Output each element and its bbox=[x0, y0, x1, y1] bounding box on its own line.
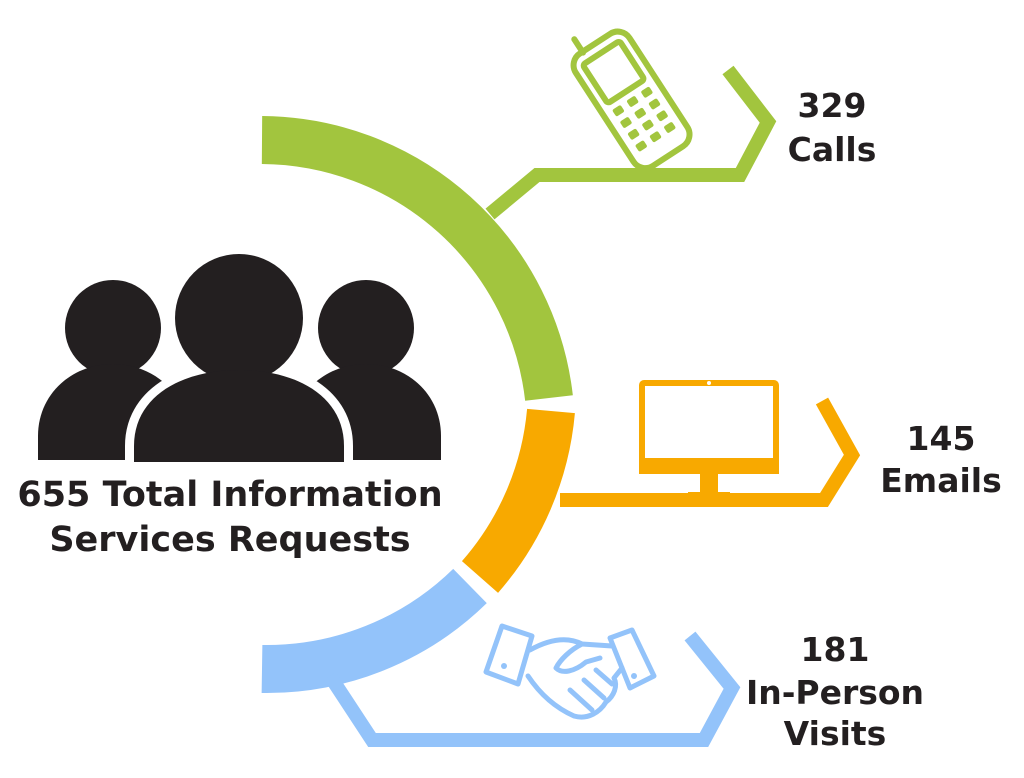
calls-value: 329 bbox=[798, 86, 867, 125]
computer-monitor-icon bbox=[639, 380, 779, 500]
total-line-1: 655 Total Information bbox=[17, 475, 442, 515]
visits-label-line-1: In-Person bbox=[746, 673, 924, 712]
visits-label-line-2: Visits bbox=[784, 714, 887, 753]
ring-segment-emails bbox=[461, 408, 575, 593]
connector-visits bbox=[324, 631, 741, 747]
mobile-phone-icon bbox=[570, 28, 693, 172]
calls-label: Calls bbox=[788, 130, 877, 169]
ring-segment-calls bbox=[261, 116, 573, 401]
handshake-icon bbox=[483, 623, 657, 720]
people-group-icon bbox=[38, 249, 441, 467]
request-ring bbox=[261, 116, 575, 694]
ring-segment-visits bbox=[261, 568, 487, 694]
total-line-2: Services Requests bbox=[49, 520, 410, 560]
emails-value: 145 bbox=[907, 419, 976, 458]
emails-label: Emails bbox=[880, 461, 1001, 500]
visits-value: 181 bbox=[801, 630, 870, 669]
connector-calls bbox=[485, 65, 777, 220]
